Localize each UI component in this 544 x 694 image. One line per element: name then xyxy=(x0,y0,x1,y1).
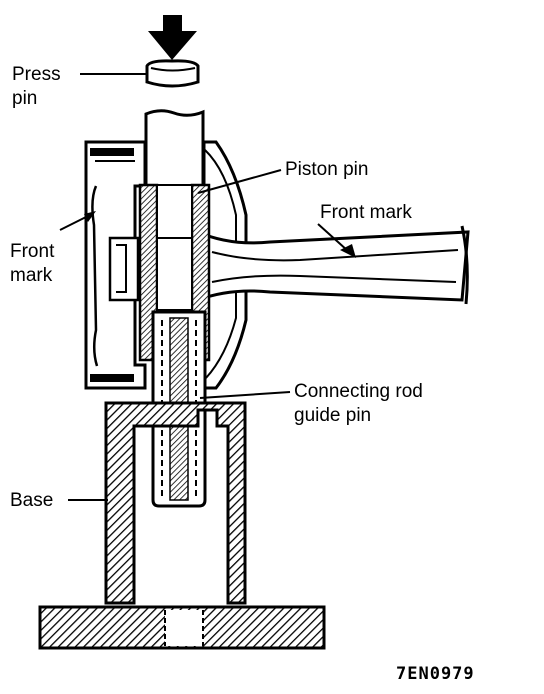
label-press-pin-line1: Press xyxy=(12,64,61,85)
leader-guide-pin xyxy=(199,391,291,399)
leader-lines xyxy=(59,73,349,501)
label-press-pin-line2: pin xyxy=(12,88,38,109)
label-guide-pin-line1: Connecting rod xyxy=(294,381,423,402)
leader-front-mark-right xyxy=(317,223,349,252)
press-pin xyxy=(145,59,200,88)
label-guide-pin-line2: guide pin xyxy=(294,405,372,426)
label-piston-pin: Piston pin xyxy=(285,159,369,180)
leader-piston-pin xyxy=(197,169,282,194)
figure-code: 7EN0979 xyxy=(396,664,475,684)
press-pin-shaft xyxy=(144,109,205,188)
label-front-mark-right: Front mark xyxy=(320,202,412,223)
base xyxy=(38,401,326,650)
front-mark-arrowhead xyxy=(84,211,96,222)
label-front-mark-left-line2: mark xyxy=(10,265,53,286)
label-front-mark-left-line1: Front xyxy=(10,241,55,262)
press-arrow-icon xyxy=(148,15,197,60)
connecting-rod xyxy=(196,225,470,305)
label-base: Base xyxy=(10,490,54,511)
